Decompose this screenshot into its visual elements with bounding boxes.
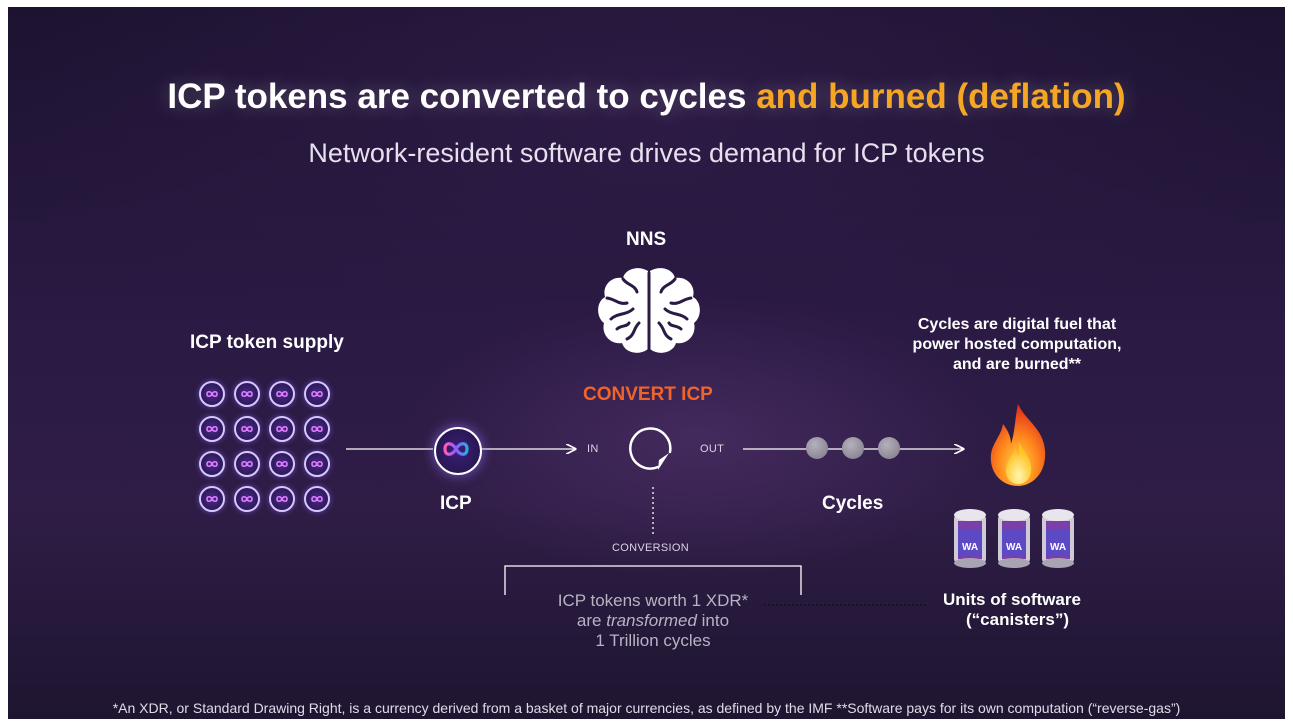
title-main: ICP tokens are converted to cycles <box>167 77 747 116</box>
icp-token-icon <box>304 486 330 512</box>
icp-token-icon <box>304 416 330 442</box>
icp-token-icon <box>304 381 330 407</box>
fire-icon <box>990 404 1046 486</box>
icp-token-icon <box>434 427 482 475</box>
canister-badge: WA <box>1049 542 1067 553</box>
slide: ICP tokens are converted to cycles and b… <box>8 7 1285 719</box>
software-sublabel: (“canisters”) <box>966 610 1069 629</box>
convert-label: CONVERT ICP <box>583 384 713 405</box>
page-subtitle: Network-resident software drives demand … <box>308 138 985 168</box>
canister-icon: WA <box>952 507 988 569</box>
icp-token-icon <box>234 451 260 477</box>
canister-row: WA WA WA <box>952 507 1082 573</box>
icp-token-icon <box>304 451 330 477</box>
convert-cycle-icon <box>629 427 672 470</box>
canister-icon: WA <box>1040 507 1076 569</box>
page-title: ICP tokens are converted to cycles and b… <box>8 77 1285 117</box>
icp-token-icon <box>269 486 295 512</box>
cycle-dot <box>842 437 864 459</box>
icp-token-icon <box>234 486 260 512</box>
brain-icon <box>598 268 700 353</box>
icp-token-icon <box>269 416 295 442</box>
supply-label: ICP token supply <box>190 332 344 353</box>
canister-badge: WA <box>1005 542 1023 553</box>
icp-token-icon <box>199 416 225 442</box>
nns-label: NNS <box>626 229 667 250</box>
fuel-note: Cycles are digital fuel that power hoste… <box>912 316 1122 373</box>
cycles-label: Cycles <box>822 493 884 514</box>
icp-token-icon <box>269 381 295 407</box>
conversion-label: CONVERSION <box>612 542 689 554</box>
conversion-note-line-2: are transformed into <box>576 611 730 630</box>
icp-token-icon <box>269 451 295 477</box>
cycle-dot <box>806 437 828 459</box>
icp-token-icon <box>199 451 225 477</box>
conversion-note: ICP tokens worth 1 XDR* are transformed … <box>518 591 788 651</box>
canister-icon: WA <box>996 507 1032 569</box>
conversion-note-line-1: ICP tokens worth 1 XDR* <box>557 591 749 610</box>
out-label: OUT <box>700 443 725 455</box>
canister-badge: WA <box>961 542 979 553</box>
footnote: *An XDR, or Standard Drawing Right, is a… <box>112 700 1181 716</box>
cycle-dot <box>878 437 900 459</box>
software-label: Units of software <box>943 590 1081 609</box>
conversion-note-line-3: 1 Trillion cycles <box>595 631 711 650</box>
icp-infinity-icon <box>443 442 469 456</box>
icp-token-icon <box>199 486 225 512</box>
diagram-connectors <box>346 7 1285 606</box>
icp-label: ICP <box>440 493 472 514</box>
icp-token-icon <box>234 381 260 407</box>
cycle-dots <box>806 437 906 463</box>
title-highlight: and burned (deflation) <box>756 77 1126 116</box>
token-grid <box>199 381 339 521</box>
conversion-bracket <box>504 565 802 595</box>
in-label: IN <box>587 443 599 455</box>
icp-token-icon <box>234 416 260 442</box>
icp-token-icon <box>199 381 225 407</box>
